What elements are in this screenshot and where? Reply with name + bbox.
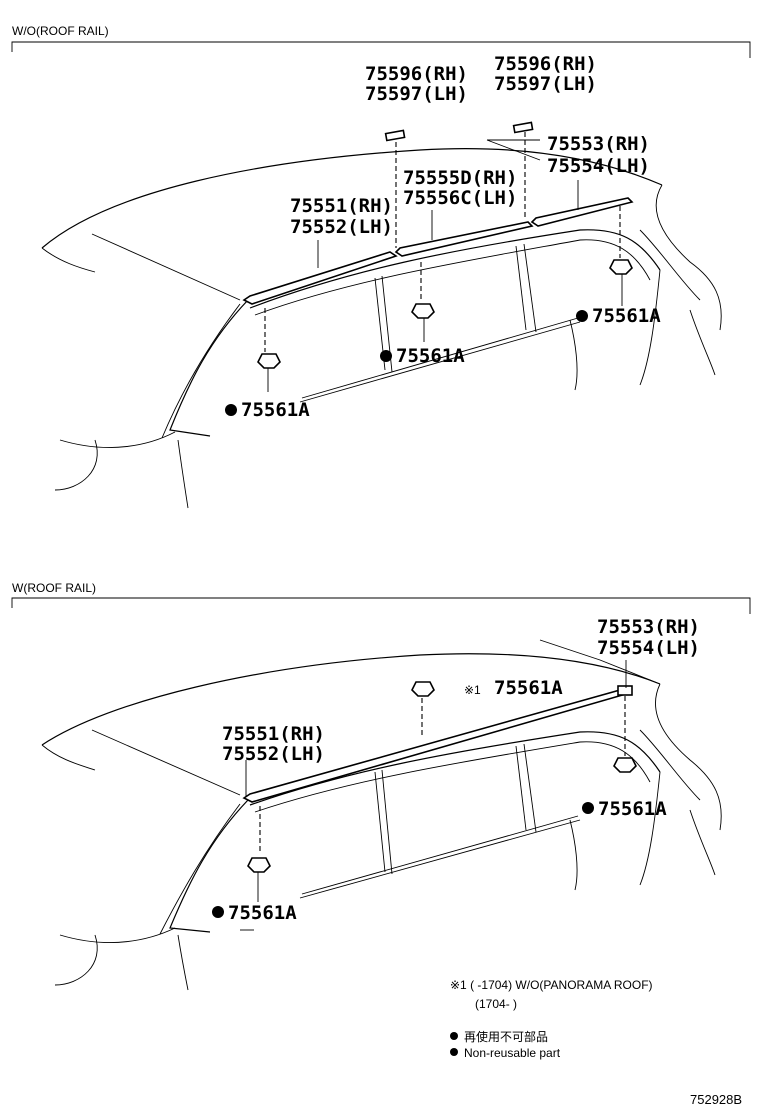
section-bracket-bottom: [11, 597, 751, 614]
a-pillar: [169, 299, 249, 437]
label-clip-left-bottom: 75561A: [228, 902, 297, 924]
clip-75561a-right: [609, 259, 633, 306]
section-without-roof-rail: W/O(ROOF RAIL): [11, 24, 751, 509]
non-reusable-dot-left-bottom: [212, 906, 224, 918]
legend-dot-en: [450, 1048, 458, 1056]
label-75597-b-lh: 75597(LH): [494, 73, 597, 95]
label-75552-lh: 75552(LH): [290, 216, 393, 238]
label-clip-top-bottom: 75561A: [494, 677, 563, 699]
section-title-bottom: W(ROOF RAIL): [12, 581, 96, 595]
section-bracket-top: [11, 41, 751, 58]
diagram-code: 752928B: [690, 1092, 742, 1107]
section-title-top: W/O(ROOF RAIL): [12, 24, 109, 38]
legend-block: 再使用不可部品 Non-reusable part: [450, 1029, 561, 1060]
note-1-line-2: (1704- ): [475, 997, 517, 1011]
label-75596-b-rh: 75596(RH): [494, 53, 597, 75]
roof-outline: [41, 148, 663, 249]
section-with-roof-rail: W(ROOF RAIL): [11, 581, 751, 991]
label-75553-rh-bottom: 75553(RH): [597, 616, 700, 638]
clip-75561a-middle: [411, 303, 435, 342]
label-75596-a-rh: 75596(RH): [365, 63, 468, 85]
molding-75555d: [394, 221, 534, 257]
clip-75561a-left: [257, 353, 281, 392]
non-reusable-dot-middle: [380, 350, 392, 362]
label-note-mark-1: ※1: [464, 683, 481, 697]
molding-75551: [242, 251, 398, 305]
legend-en: Non-reusable part: [464, 1046, 561, 1060]
legend-dot-jp: [450, 1032, 458, 1040]
label-75553-rh: 75553(RH): [547, 133, 650, 155]
label-clip-right-bottom: 75561A: [598, 798, 667, 820]
label-75556c-lh: 75556C(LH): [403, 187, 517, 209]
door-frame: [249, 229, 661, 309]
legend-jp: 再使用不可部品: [464, 1029, 548, 1044]
label-clip-right: 75561A: [592, 305, 661, 327]
non-reusable-dot-right-bottom: [582, 802, 594, 814]
clip-75561a-top-bottom: [411, 681, 435, 697]
clip-75561a-right-bottom: [613, 757, 637, 773]
non-reusable-dot-right: [576, 310, 588, 322]
non-reusable-dot-left: [225, 404, 237, 416]
label-clip-left: 75561A: [241, 399, 310, 421]
note-1-line-1: ※1 ( -1704) W/O(PANORAMA ROOF): [450, 978, 653, 992]
molding-75553: [530, 197, 634, 227]
label-clip-middle: 75561A: [396, 345, 465, 367]
label-75555d-rh: 75555D(RH): [403, 167, 517, 189]
molding-75553-bottom: [617, 685, 633, 696]
notes-block: ※1 ( -1704) W/O(PANORAMA ROOF) (1704- ): [450, 978, 653, 1011]
label-75551-rh: 75551(RH): [290, 195, 393, 217]
roof-outline-bottom: [41, 653, 661, 746]
cover-75596-a: [384, 129, 406, 142]
label-75554-lh: 75554(LH): [547, 155, 650, 177]
clip-75561a-left-bottom: [247, 857, 271, 902]
cover-75596-b: [512, 121, 534, 134]
label-75551-rh-bottom: 75551(RH): [222, 723, 325, 745]
label-75597-a-lh: 75597(LH): [365, 83, 468, 105]
label-75552-lh-bottom: 75552(LH): [222, 743, 325, 765]
label-75554-lh-bottom: 75554(LH): [597, 637, 700, 659]
